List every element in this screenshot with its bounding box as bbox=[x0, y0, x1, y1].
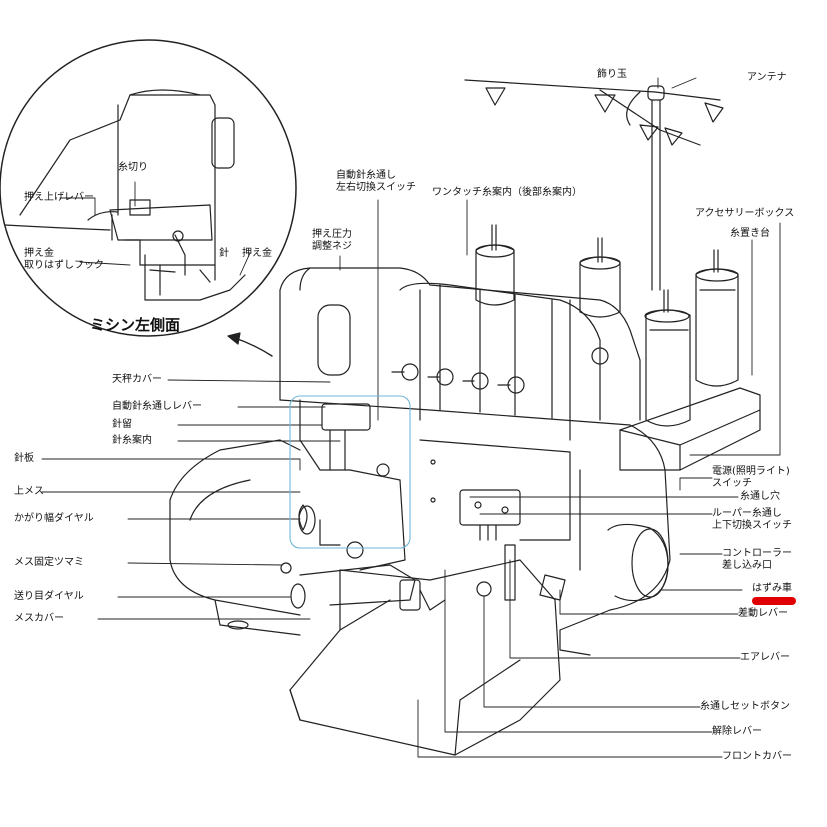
label-jidou-lever: 自動針糸通しレバー bbox=[112, 401, 202, 412]
accessory-box bbox=[619, 387, 761, 471]
label-dengen-switch: 電源(照明ライト) スイッチ bbox=[712, 466, 790, 489]
label-controller: コントローラー 差し込み口 bbox=[722, 548, 792, 571]
thread-guide-highlight bbox=[289, 395, 411, 549]
label-mes-cover: メスカバー bbox=[14, 613, 64, 624]
label-kazaridama: 飾り玉 bbox=[597, 69, 627, 80]
label-air-lever: エアレバー bbox=[740, 652, 790, 663]
label-sadou-lever: 差動レバー bbox=[738, 608, 788, 619]
label-osae-hook: 押え金 取りはずしフック bbox=[24, 248, 104, 271]
hazumi-highlight-mark bbox=[752, 597, 796, 605]
label-hazumi: はずみ車 bbox=[752, 583, 792, 594]
label-osaegane: 押え金 bbox=[242, 248, 272, 259]
label-tenbin-cover: 天秤カバー bbox=[112, 374, 162, 385]
label-hariito: 針糸案内 bbox=[112, 435, 152, 446]
label-itokiri: 糸切り bbox=[118, 162, 148, 173]
spool-rear-1 bbox=[475, 224, 515, 306]
spool-right bbox=[695, 249, 739, 387]
thread-stand bbox=[464, 79, 724, 291]
spool-rear-2 bbox=[579, 237, 621, 318]
leader-lines bbox=[41, 77, 781, 758]
front-cover bbox=[289, 559, 561, 756]
label-mes-kotei: メス固定ツマミ bbox=[14, 557, 84, 568]
label-set-button: 糸通しセットボタン bbox=[700, 701, 790, 712]
label-itooki: 糸置き台 bbox=[730, 228, 770, 239]
label-looper-switch: ルーパー糸通し 上下切換スイッチ bbox=[712, 508, 792, 531]
label-ue-mes: 上メス bbox=[14, 486, 44, 497]
label-osae-lever: 押え上げレバー bbox=[24, 192, 94, 203]
inset-arrow bbox=[234, 337, 273, 357]
label-kaijo-lever: 解除レバー bbox=[712, 726, 762, 737]
label-hariita: 針板 bbox=[14, 453, 34, 464]
label-jidou-switch: 自動針糸通し 左右切換スイッチ bbox=[336, 170, 416, 193]
inset-title: ミシン左側面 bbox=[90, 316, 181, 334]
label-itotoshi-ana: 糸通し穴 bbox=[740, 491, 780, 502]
label-hari: 針 bbox=[219, 248, 229, 259]
label-osae-atsu: 押え圧力 調整ネジ bbox=[312, 229, 352, 252]
label-kagari-dial: かがり幅ダイヤル bbox=[14, 513, 94, 524]
label-accessory-box: アクセサリーボックス bbox=[695, 208, 795, 219]
inset-left-side-view bbox=[0, 39, 297, 337]
label-onetouch-guide: ワンタッチ糸案内（後部糸案内） bbox=[432, 187, 582, 198]
handwheel bbox=[607, 523, 669, 602]
label-front-cover: フロントカバー bbox=[722, 751, 792, 762]
inset-leaders bbox=[59, 181, 251, 276]
label-okuri-dial: 送り目ダイヤル bbox=[14, 591, 84, 602]
tension-knobs bbox=[391, 363, 525, 394]
serger-body bbox=[169, 267, 671, 756]
spool-front bbox=[644, 289, 691, 427]
label-antenna: アンテナ bbox=[747, 72, 787, 83]
label-haridome: 針留 bbox=[112, 419, 132, 430]
